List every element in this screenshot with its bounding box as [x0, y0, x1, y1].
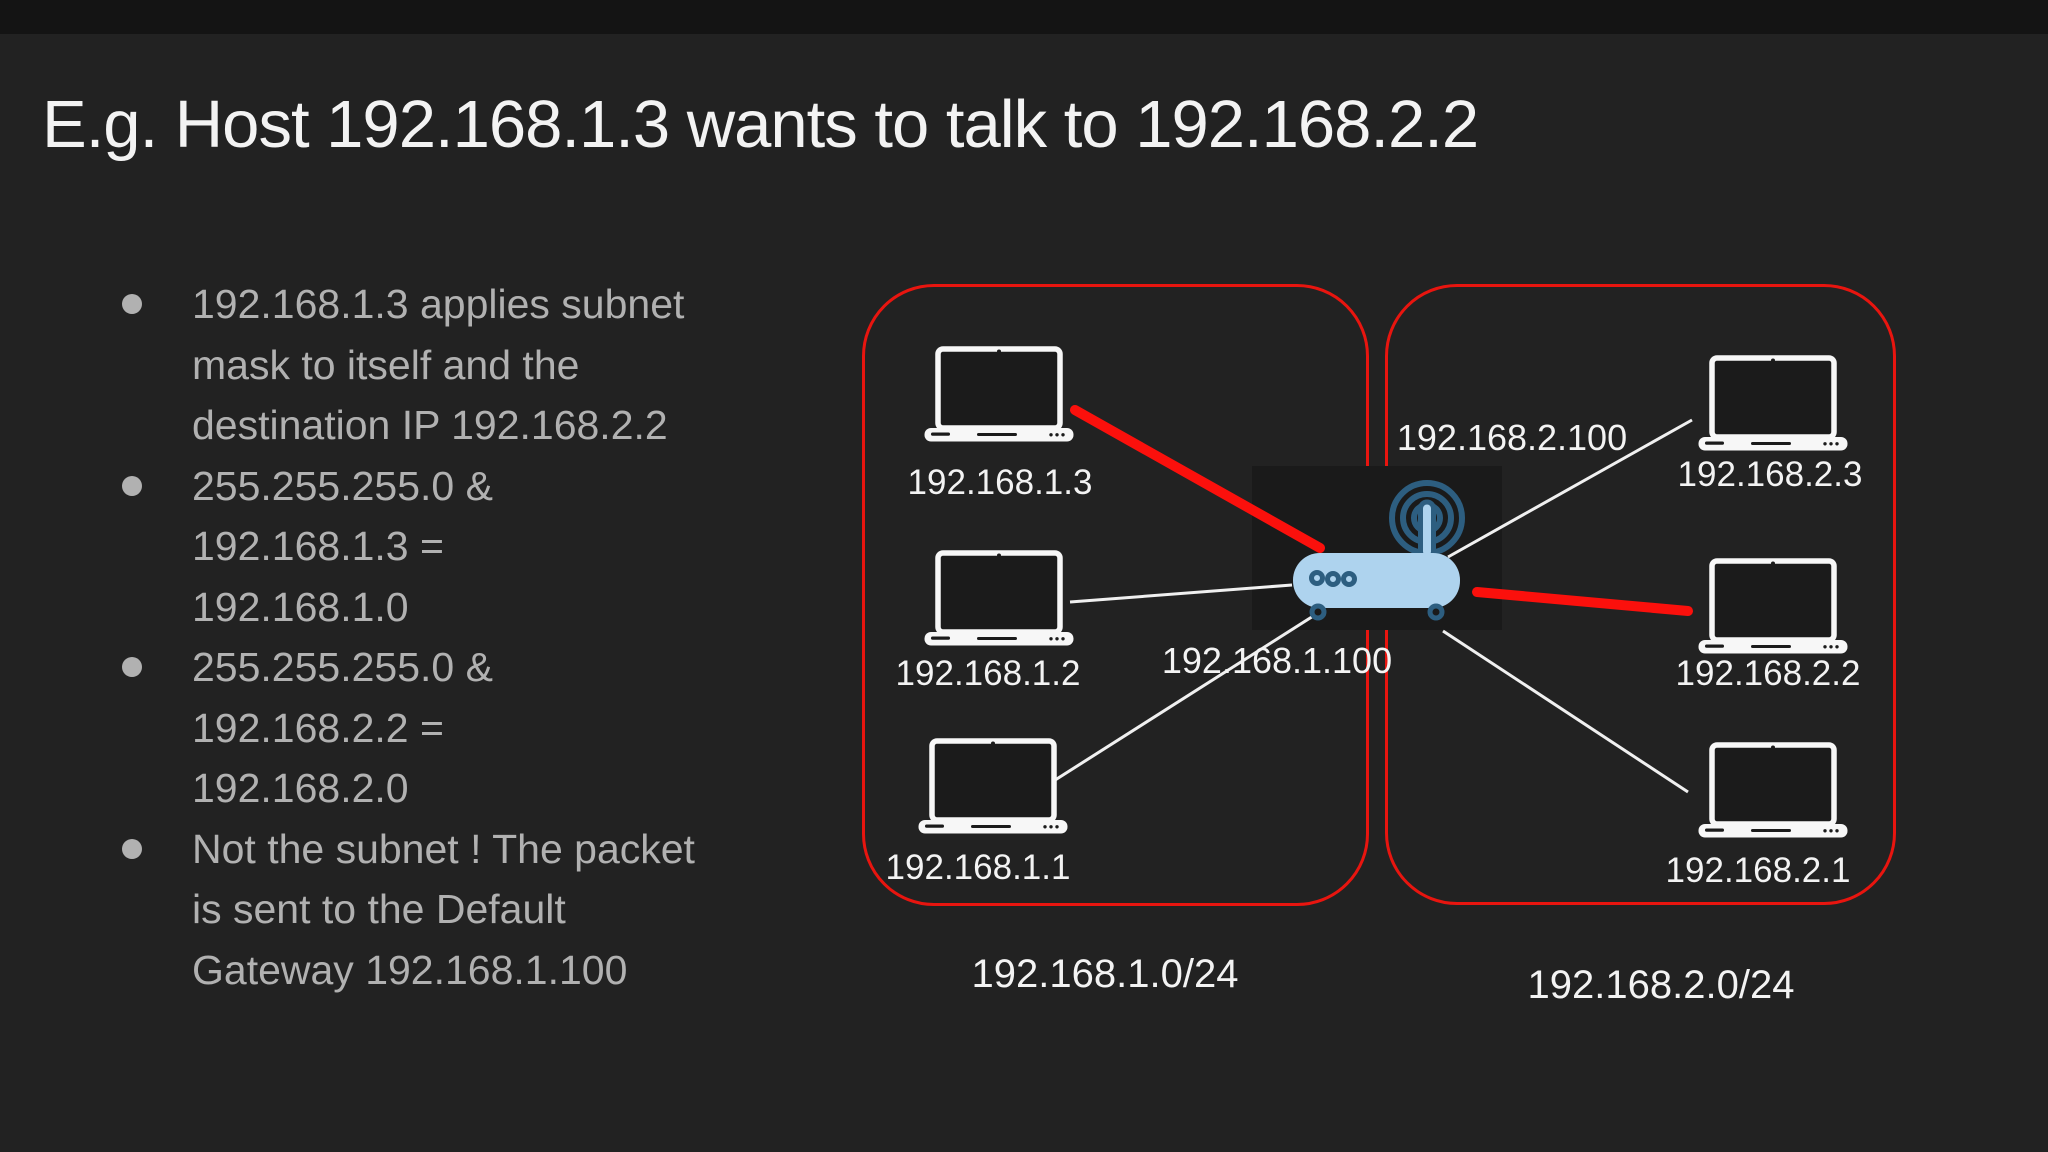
laptop-icon: [1698, 355, 1848, 451]
bullet-line: Not the subnet ! The packet: [192, 825, 695, 872]
wifi-antenna-icon: [1389, 480, 1465, 571]
router-feet: [1309, 603, 1445, 621]
bullet-line: mask to itself and the: [192, 341, 580, 388]
laptop-icon: [1698, 742, 1848, 838]
router-interface-label-right: 192.168.2.100: [1396, 417, 1628, 458]
router-indicator-lights: [1309, 570, 1357, 587]
host-label: 192.168.1.2: [895, 654, 1081, 693]
host-label: 192.168.2.3: [1677, 455, 1863, 494]
host-label: 192.168.1.1: [885, 848, 1071, 887]
packet-path-line-left: [1070, 405, 1325, 553]
link-line-host2-1: [1442, 629, 1689, 794]
bullet-line: destination IP 192.168.2.2: [192, 402, 668, 448]
laptop-icon: [918, 738, 1068, 834]
bullet-item: 255.255.255.0 & 192.168.1.3 = 192.168.1.…: [122, 456, 792, 638]
laptop-icon: [1698, 558, 1848, 654]
router-icon: [1293, 480, 1465, 621]
bullet-line: is sent to the Default: [192, 886, 566, 932]
bullet-dot-icon: [122, 294, 142, 314]
bullet-line: 255.255.255.0 &: [192, 644, 493, 690]
bullet-item: 192.168.1.3 applies subnet mask to itsel…: [122, 274, 792, 456]
bullet-item: 255.255.255.0 & 192.168.2.2 = 192.168.2.…: [122, 637, 792, 819]
host-label: 192.168.2.1: [1665, 851, 1851, 890]
host-label: 192.168.1.3: [907, 463, 1093, 502]
host-label: 192.168.2.2: [1675, 654, 1861, 693]
bullet-dot-icon: [122, 475, 142, 496]
link-line-host2-3: [1447, 418, 1693, 559]
laptop-icon: [924, 550, 1074, 646]
packet-path-line-right: [1472, 587, 1693, 616]
router-body: [1293, 553, 1460, 608]
bullet-line: 192.168.1.0: [192, 583, 409, 630]
subnet-cidr-label-left: 192.168.1.0/24: [971, 952, 1239, 996]
router-interface-label-left: 192.168.1.100: [1161, 640, 1393, 681]
network-links: [1051, 405, 1693, 794]
bullet-line: 192.168.1.3 applies subnet: [192, 281, 685, 327]
laptop-icon: [924, 346, 1074, 442]
bullet-line: 192.168.2.2 =: [192, 704, 444, 751]
bullet-dot-icon: [122, 657, 142, 677]
letterbox-bar: [0, 0, 2048, 34]
bullet-line: 255.255.255.0 &: [192, 462, 493, 509]
bullet-line: 192.168.1.3 =: [192, 523, 444, 569]
link-line-host1-1: [1051, 611, 1319, 784]
bullet-item: Not the subnet ! The packet is sent to t…: [122, 819, 792, 1001]
bullet-dot-icon: [122, 838, 142, 859]
bullet-list: 192.168.1.3 applies subnet mask to itsel…: [122, 274, 792, 1001]
bullet-line: Gateway 192.168.1.100: [192, 946, 628, 993]
link-line-host1-2: [1069, 583, 1293, 604]
subnet-cidr-label-right: 192.168.2.0/24: [1527, 963, 1795, 1007]
page-title: E.g. Host 192.168.1.3 wants to talk to 1…: [42, 87, 1479, 162]
bullet-line: 192.168.2.0: [192, 765, 409, 811]
